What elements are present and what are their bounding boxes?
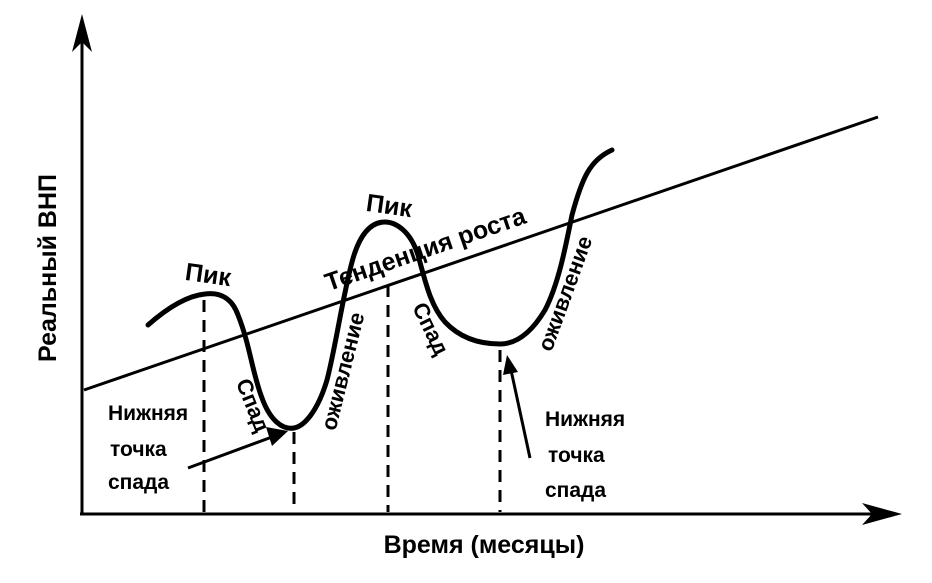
peak-label-2: Пик <box>364 189 414 223</box>
y-axis-arrow <box>72 14 92 52</box>
trough-label-2-line1: Нижняя <box>545 408 625 431</box>
trough-arrow-1-shaft <box>187 435 273 470</box>
trough-label-2-line3: спада <box>545 479 606 502</box>
x-axis-arrow <box>862 503 902 525</box>
trough-label-1-line1: Нижняя <box>108 402 188 425</box>
trough-label-1-line2: точка <box>110 438 167 461</box>
y-axis-label: Реальный ВНП <box>34 174 62 362</box>
trough-label-2-line2: точка <box>548 444 605 467</box>
trend-line <box>83 115 879 392</box>
recovery-label-1: оживление <box>316 310 369 433</box>
trough-arrow-1-head <box>266 427 288 446</box>
x-axis-label: Время (месяцы) <box>384 531 585 559</box>
trough-label-1-line3: спада <box>108 471 169 494</box>
trough-arrow-2-head <box>503 355 518 375</box>
cycle-curve <box>145 147 615 431</box>
trough-arrow-2-shaft <box>509 369 532 459</box>
peak-label-1: Пик <box>183 258 233 292</box>
recession-label-1: Спад <box>231 375 275 436</box>
recession-label-2: Спад <box>407 298 454 359</box>
